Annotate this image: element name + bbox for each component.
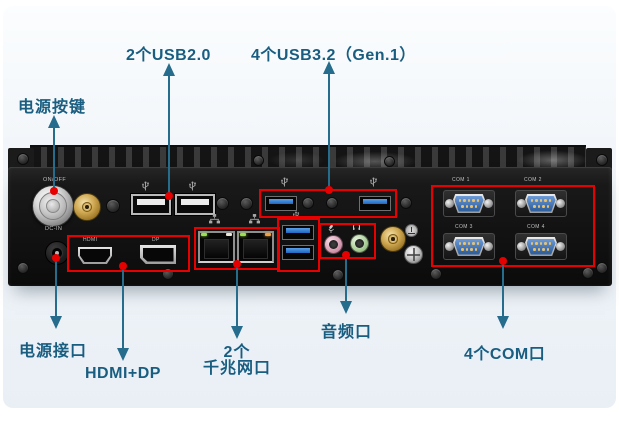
screw bbox=[326, 197, 338, 209]
lan-port-2 bbox=[237, 231, 274, 263]
callout-arrowhead-hdmi-dp bbox=[117, 348, 129, 361]
heatsink-fins bbox=[30, 145, 586, 171]
antenna-connector-left bbox=[73, 193, 101, 221]
callout-arrowhead-audio bbox=[340, 301, 352, 314]
screw bbox=[216, 197, 229, 210]
callout-dot-usb32 bbox=[325, 186, 333, 194]
screw bbox=[17, 262, 29, 274]
screw bbox=[106, 199, 120, 213]
callout-arrowhead-power-button bbox=[48, 115, 60, 128]
screw bbox=[253, 155, 264, 166]
mic-icon bbox=[327, 224, 335, 234]
lan-icon bbox=[209, 214, 220, 224]
com3-port bbox=[443, 233, 495, 260]
callout-label-usb32: 4个USB3.2（Gen.1） bbox=[251, 47, 416, 64]
dc-in-jack bbox=[45, 241, 69, 265]
screw bbox=[596, 262, 608, 274]
usb-icon bbox=[141, 181, 150, 191]
screw bbox=[430, 268, 442, 280]
callout-arrowhead-usb32 bbox=[323, 61, 335, 74]
screw bbox=[400, 197, 412, 209]
lan-icon bbox=[249, 214, 260, 224]
dp-port bbox=[140, 245, 176, 264]
callout-dot-com bbox=[499, 257, 507, 265]
highlight-box-com bbox=[431, 185, 595, 267]
screw bbox=[596, 154, 608, 166]
usb-icon bbox=[280, 177, 289, 187]
com4-silkscreen: COM 4 bbox=[527, 224, 545, 230]
com2-silkscreen: COM 2 bbox=[524, 177, 542, 183]
usb3-port-2 bbox=[359, 196, 391, 211]
callout-line-usb20 bbox=[168, 76, 170, 196]
callout-dot-lan bbox=[233, 260, 241, 268]
com1-port bbox=[443, 190, 495, 217]
callout-label-usb20: 2个USB2.0 bbox=[126, 47, 211, 64]
lan-port-1 bbox=[198, 231, 235, 263]
callout-line-usb32 bbox=[328, 74, 330, 190]
callout-label-lan: 2个 千兆网口 bbox=[202, 345, 272, 377]
callout-line-com bbox=[502, 261, 504, 316]
dc-in-silkscreen: DC-IN bbox=[45, 226, 63, 232]
mic-jack bbox=[324, 235, 343, 254]
callout-label-power-button: 电源按键 bbox=[18, 99, 87, 116]
callout-dot-hdmi-dp bbox=[119, 262, 127, 270]
callout-arrowhead-usb20 bbox=[163, 63, 175, 76]
callout-line-power-input bbox=[55, 258, 57, 316]
callout-line-power-button bbox=[53, 128, 55, 191]
ground-screw bbox=[404, 245, 423, 264]
usb2-port-1 bbox=[131, 194, 171, 215]
ground-icon bbox=[405, 224, 418, 237]
screw bbox=[302, 197, 314, 209]
usb3-port-3 bbox=[282, 225, 314, 240]
com2-port bbox=[515, 190, 567, 217]
callout-arrowhead-power-input bbox=[50, 316, 62, 329]
callout-label-com: 4个COM口 bbox=[464, 346, 546, 363]
dp-silkscreen: DP bbox=[152, 237, 160, 243]
com3-silkscreen: COM 3 bbox=[455, 224, 473, 230]
usb-icon bbox=[369, 177, 378, 187]
screw bbox=[582, 267, 594, 279]
callout-arrowhead-com bbox=[497, 316, 509, 329]
callout-dot-power-input bbox=[52, 254, 60, 262]
highlight-box-hdmi-dp bbox=[67, 235, 190, 272]
hdmi-silkscreen: HDMI bbox=[83, 237, 98, 243]
callout-label-lan-line1: 2个 bbox=[223, 344, 251, 361]
screw bbox=[384, 156, 395, 167]
usb2-port-2 bbox=[175, 194, 215, 215]
usb3-port-1 bbox=[265, 196, 297, 211]
callout-dot-audio bbox=[342, 251, 350, 259]
highlight-box-usb3-stack bbox=[277, 218, 320, 272]
antenna-connector-right bbox=[380, 226, 406, 252]
com1-silkscreen: COM 1 bbox=[452, 177, 470, 183]
callout-line-audio bbox=[345, 255, 347, 301]
headphone-jack bbox=[350, 234, 369, 253]
callout-arrowhead-lan bbox=[231, 326, 243, 339]
screw bbox=[240, 197, 253, 210]
callout-label-hdmi-dp: HDMI+DP bbox=[85, 365, 161, 382]
callout-line-lan bbox=[236, 264, 238, 326]
callout-dot-power-button bbox=[50, 187, 58, 195]
screw bbox=[17, 153, 29, 165]
hdmi-port bbox=[78, 247, 112, 264]
com4-port bbox=[515, 233, 567, 260]
callout-dot-usb20 bbox=[165, 192, 173, 200]
callout-line-hdmi-dp bbox=[122, 266, 124, 348]
callout-label-lan-line2: 千兆网口 bbox=[202, 360, 271, 377]
usb-icon bbox=[188, 181, 197, 191]
usb3-port-4 bbox=[282, 245, 314, 260]
callout-label-audio: 音频口 bbox=[321, 324, 373, 341]
callout-label-power-input: 电源接口 bbox=[19, 343, 88, 360]
screw bbox=[332, 269, 344, 281]
